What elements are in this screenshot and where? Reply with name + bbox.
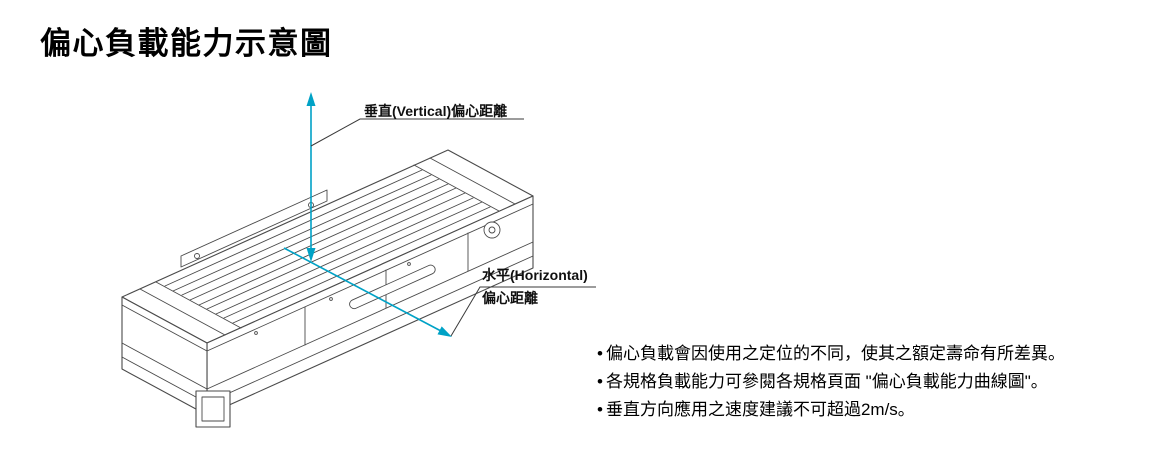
note-text: 垂直方向應用之速度建議不可超過2m/s。: [605, 400, 915, 419]
leader-lines: [310, 118, 596, 337]
horizontal-label-leader: [450, 286, 596, 337]
arrowhead-right-icon: [437, 326, 452, 337]
bullet-marker: •: [597, 400, 603, 419]
note-item: •垂直方向應用之速度建議不可超過2m/s。: [597, 396, 1156, 424]
bullet-marker: •: [597, 344, 603, 363]
vertical-label-leader: [310, 118, 524, 147]
note-item: •偏心負載會因使用之定位的不同，使其之額定壽命有所差異。: [597, 340, 1156, 368]
arrowhead-down-icon: [306, 248, 316, 262]
sensor-slot: [349, 264, 436, 310]
bullet-marker: •: [597, 372, 603, 391]
end-block: [195, 390, 231, 428]
horizontal-offset-label-line2: 偏心距離: [482, 290, 538, 306]
note-text: 偏心負載會因使用之定位的不同，使其之額定壽命有所差異。: [605, 344, 1065, 363]
arrowhead-up-icon: [306, 92, 316, 106]
horizontal-offset-label: 水平(Horizontal) 偏心距離: [482, 265, 588, 308]
page-title: 偏心負載能力示意圖: [40, 26, 333, 61]
note-item: •各規格負載能力可參閱各規格頁面 "偏心負載能力曲線圖"。: [597, 368, 1156, 396]
side-face-details: [254, 221, 501, 346]
vertical-eccentric-arrow: [306, 92, 316, 262]
vertical-offset-label: 垂直(Vertical)偏心距離: [364, 103, 508, 119]
ballscrew-end-circle: [483, 221, 501, 239]
module-body: [121, 149, 534, 416]
notes-list: •偏心負載會因使用之定位的不同，使其之額定壽命有所差異。 •各規格負載能力可參閱…: [597, 340, 1156, 424]
horizontal-offset-label-line1: 水平(Horizontal): [482, 267, 588, 283]
horizontal-eccentric-arrow: [283, 247, 452, 337]
note-text: 各規格負載能力可參閱各規格頁面 "偏心負載能力曲線圖"。: [605, 372, 1048, 391]
